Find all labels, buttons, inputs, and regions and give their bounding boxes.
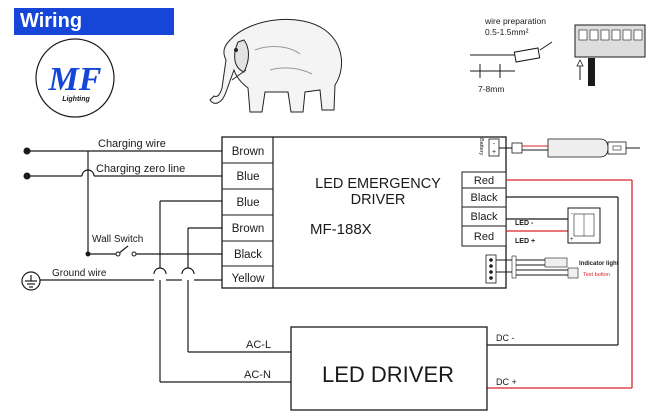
terminal-right-3: Black — [471, 211, 498, 223]
led-driver-box: LED DRIVER AC-L AC-N DC - DC + — [244, 326, 517, 411]
battery-cable — [499, 138, 640, 158]
left-wires — [27, 150, 291, 383]
terminal-left-3: Blue — [236, 197, 259, 209]
wire-prep-size: 0.5-1.5mm² — [485, 27, 529, 37]
terminal-left-6: Yellow — [232, 273, 266, 285]
test-button-label: Test button — [583, 272, 610, 278]
acn-label: AC-N — [244, 369, 271, 381]
charging-wire-node — [23, 147, 31, 155]
terminal-right-1: Red — [474, 175, 494, 187]
indicator-light-label: Indicator light — [579, 261, 619, 267]
led-driver-title: LED DRIVER — [322, 362, 454, 387]
mf-logo: MF Lighting — [35, 38, 115, 118]
connector-port — [485, 254, 497, 284]
wire-prep-strip: 7-8mm — [478, 84, 504, 94]
svg-text:-: - — [571, 211, 573, 217]
battery-label: Battery — [478, 138, 484, 156]
led-wiring — [487, 179, 633, 389]
ground-icon — [21, 271, 41, 291]
indicator-cable — [496, 255, 579, 279]
led-minus-label: LED - — [515, 220, 534, 227]
dc-minus-label: DC - — [496, 333, 515, 343]
emergency-title-line1: LED EMERGENCY — [315, 176, 441, 192]
elephant-illustration — [209, 18, 343, 113]
emergency-title-line2: DRIVER — [351, 192, 406, 208]
acl-label: AC-L — [246, 339, 271, 351]
terminal-left-2: Blue — [236, 171, 259, 183]
svg-text:+: + — [492, 149, 496, 156]
terminal-right-4: Red — [474, 231, 494, 243]
emergency-driver-box: Brown Blue Blue Brown Black Yellow LED E… — [221, 136, 507, 289]
charging-zero-label: Charging zero line — [96, 163, 185, 175]
wire-prep-label: wire preparation — [484, 16, 546, 26]
indicator-light-icon — [544, 257, 568, 268]
zero-line-node — [23, 172, 31, 180]
ground-wire-label: Ground wire — [52, 268, 107, 279]
model-number: MF-188X — [310, 221, 372, 238]
logo-sub: Lighting — [62, 96, 90, 103]
wire-preparation: wire preparation 0.5-1.5mm² 7-8mm — [470, 16, 553, 94]
test-button-icon — [567, 267, 579, 279]
wall-switch-label: Wall Switch — [92, 234, 143, 245]
logo-letters: MF — [48, 61, 102, 98]
terminal-block-icon — [574, 24, 646, 86]
svg-text:-: - — [493, 141, 496, 148]
terminal-left-1: Brown — [232, 146, 265, 158]
terminal-left-4: Brown — [232, 223, 265, 235]
svg-text:+: + — [570, 237, 574, 243]
led-module-icon: - + — [567, 207, 601, 244]
terminal-left-5: Black — [234, 249, 262, 261]
charging-wire-label: Charging wire — [98, 138, 166, 150]
led-plus-label: LED + — [515, 238, 535, 245]
dc-plus-label: DC + — [496, 377, 517, 387]
terminal-right-2: Black — [471, 192, 498, 204]
